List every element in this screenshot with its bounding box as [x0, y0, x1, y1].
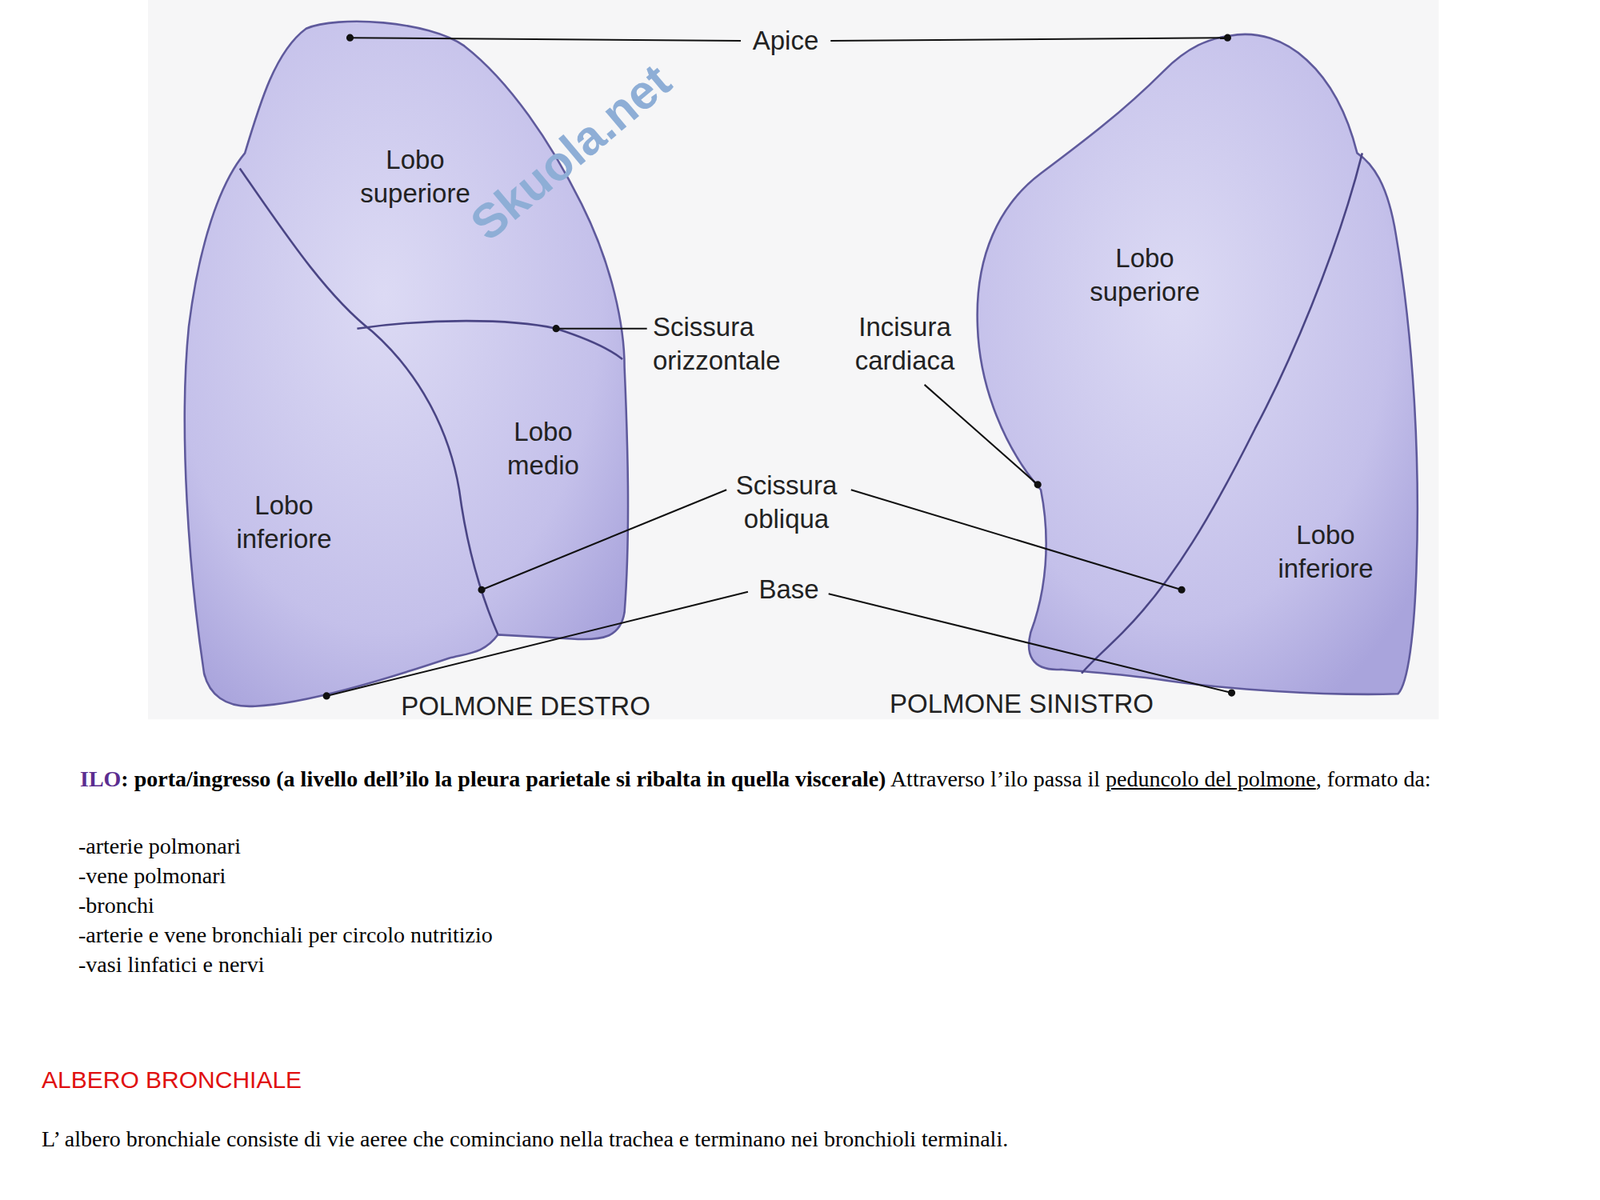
part-label: Lobo superiore [1075, 241, 1216, 309]
part-label: Base [748, 572, 829, 607]
part-label: Apice [741, 24, 830, 58]
figure-caption: POLMONE SINISTRO [861, 687, 1182, 721]
definition: : porta/ingresso (a livello dell’ilo la … [120, 766, 886, 792]
part-label: Lobo inferiore [214, 488, 355, 556]
left-lung [977, 34, 1418, 695]
part-label: Lobo medio [499, 415, 588, 483]
body-text: , formato da: [1316, 766, 1432, 792]
horizontal-fissure [356, 320, 623, 360]
part-label: Incisura cardiaca [836, 310, 973, 378]
figure-ground [148, 0, 1440, 720]
list-item: -bronchi [78, 891, 155, 920]
oblique-fissure-right [240, 168, 499, 635]
body-text: L’ albero bronchiale consiste di vie aer… [41, 1124, 1562, 1154]
paragraph: ILO: porta/ingresso (a livello dell’ilo … [80, 764, 1528, 794]
leader-lines [324, 35, 1236, 700]
part-label: Scissura orizzontale [652, 310, 813, 378]
list-item: -vasi linfatici e nervi [78, 950, 264, 980]
section-heading: ALBERO BRONCHIALE [41, 1064, 302, 1096]
list-item: -arterie polmonari [78, 832, 241, 861]
term: ILO [80, 766, 121, 792]
part-label: Lobo inferiore [1256, 518, 1396, 586]
part-label: Scissura obliqua [718, 468, 855, 536]
figure-caption: POLMONE DESTRO [381, 689, 670, 724]
term-underlined: peduncolo del polmone [1105, 766, 1316, 792]
part-label: Lobo superiore [345, 143, 486, 211]
list-item: -arterie e vene bronchiali per circolo n… [78, 920, 493, 950]
oblique-fissure-left [1081, 152, 1363, 674]
watermark: Skuola.net [428, 26, 714, 280]
list-item: -vene polmonari [78, 861, 226, 891]
body-text: Attraverso l’ilo passa il [890, 766, 1100, 792]
